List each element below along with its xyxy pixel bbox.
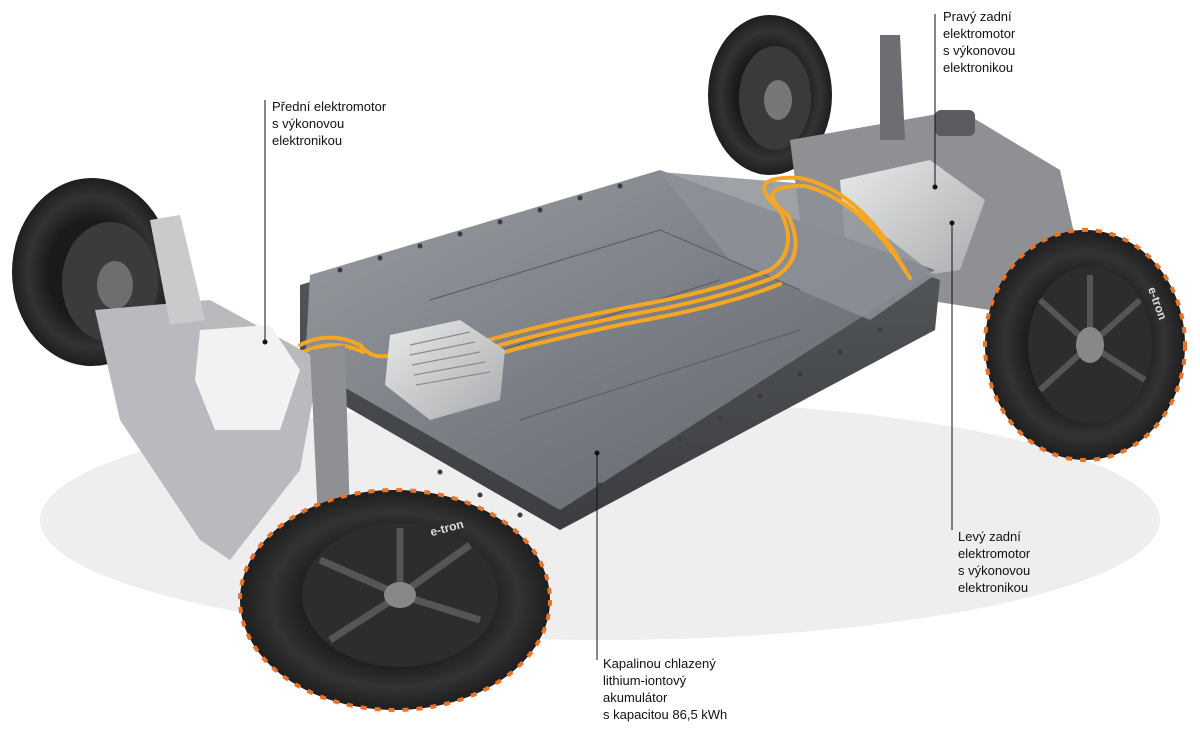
label-battery-line-1: Kapalinou chlazený xyxy=(603,656,716,671)
label-battery-line-4: s kapacitou 86,5 kWh xyxy=(603,707,728,722)
label-rear-right-line-4: elektronikou xyxy=(943,60,1014,75)
label-battery-line-2: lithium-iontový xyxy=(603,673,687,688)
rear-top-tire xyxy=(708,15,832,175)
label-rear-right-line-2: elektromotor xyxy=(943,26,1016,41)
front-strut xyxy=(150,215,205,325)
label-rear-left-line-3: s výkonovou xyxy=(958,563,1031,578)
label-rear-left-line-2: elektromotor xyxy=(958,546,1031,561)
label-front-motor: Přední elektromotor s výkonovou elektron… xyxy=(272,98,386,149)
label-front-motor-line-2: s výkonovou xyxy=(272,116,345,131)
label-battery: Kapalinou chlazený lithium-iontový akumu… xyxy=(603,655,727,723)
label-front-motor-line-1: Přední elektromotor xyxy=(272,99,387,114)
front-motor-callout-dot xyxy=(262,339,268,345)
front-bottom-tire xyxy=(238,488,552,712)
label-front-motor-line-3: elektronikou xyxy=(272,133,343,148)
label-rear-left-line-1: Levý zadní xyxy=(958,529,1021,544)
front-inverter xyxy=(385,320,505,420)
rear-bottom-tire xyxy=(983,228,1187,462)
label-rear-left-line-4: elektronikou xyxy=(958,580,1029,595)
label-rear-right-motor: Pravý zadní elektromotor s výkonovou ele… xyxy=(943,8,1015,76)
battery-seams xyxy=(429,229,801,421)
rear-right-callout-dot xyxy=(932,184,938,190)
callout-lines xyxy=(262,14,955,660)
front-subframe xyxy=(95,215,350,560)
label-rear-right-line-1: Pravý zadní xyxy=(943,9,1012,24)
battery-bolts xyxy=(337,183,883,518)
battery-callout-dot xyxy=(594,450,600,456)
front-motor-housing xyxy=(195,325,300,430)
label-rear-left-motor: Levý zadní elektromotor s výkonovou elek… xyxy=(958,528,1030,596)
label-battery-line-3: akumulátor xyxy=(603,690,668,705)
front-right-strut xyxy=(310,345,350,520)
label-rear-right-line-3: s výkonovou xyxy=(943,43,1016,58)
inverter-fins xyxy=(409,331,491,386)
rear-left-callout-dot xyxy=(949,220,955,226)
rear-strut xyxy=(880,35,905,140)
